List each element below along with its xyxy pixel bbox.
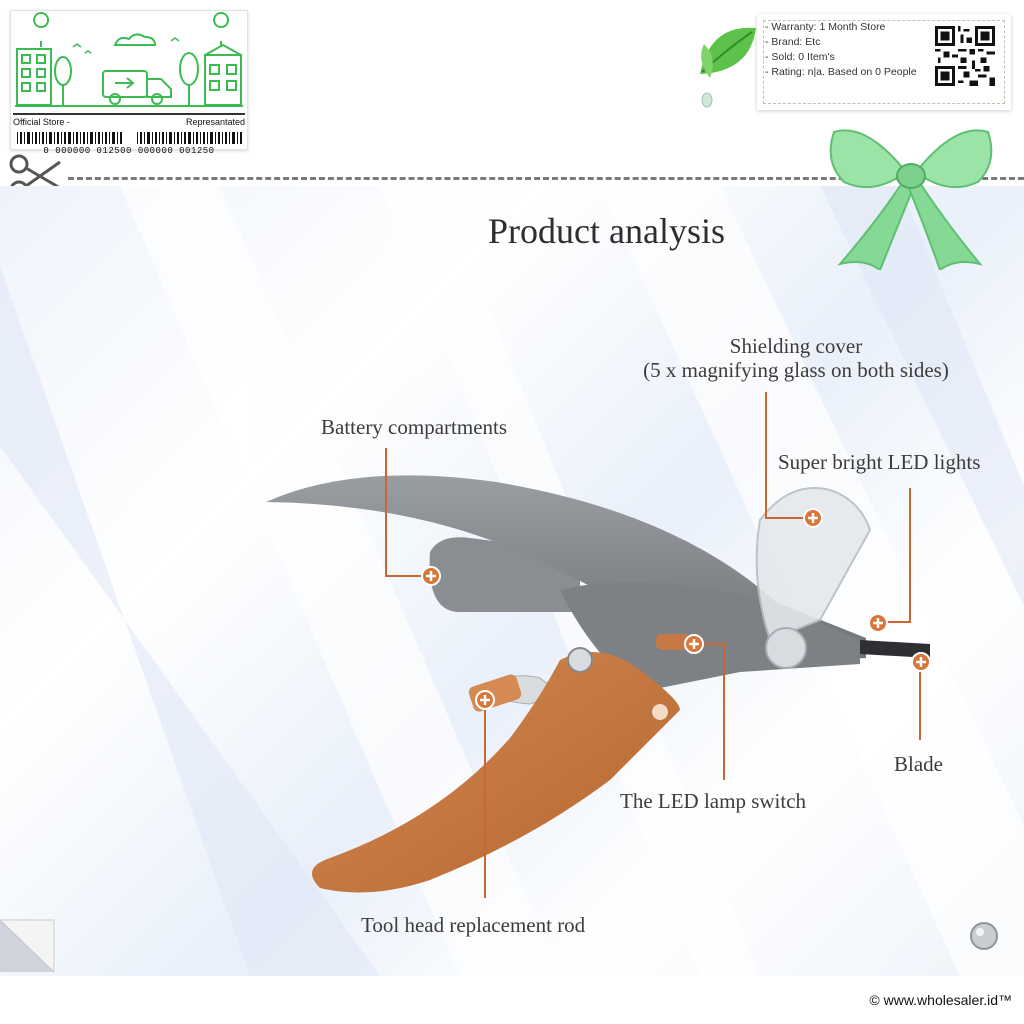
store-official-label: Official Store -	[13, 117, 70, 127]
info-card: - Warranty: 1 Month Store - Brand: Etc -…	[757, 14, 1011, 110]
label-shielding-line2: (5 x magnifying glass on both sides)	[643, 358, 949, 382]
store-represented-label: Represantated	[185, 117, 245, 127]
leaf-icon	[700, 27, 756, 108]
sold-info: - Sold: 0 Item's	[765, 51, 835, 63]
barcode-number: 0 000000 012500 000000 001250	[43, 146, 215, 156]
page-title: Product analysis	[488, 211, 725, 251]
label-battery: Battery compartments	[321, 415, 508, 439]
lower-handle	[312, 652, 680, 893]
callout-line-shielding	[765, 392, 812, 519]
qr-code-icon	[935, 26, 995, 86]
store-labels: Official Store - Represantated	[13, 113, 245, 129]
barcode-icon	[17, 132, 242, 144]
label-replacement-rod: Tool head replacement rod	[361, 913, 586, 937]
label-blade: Blade	[894, 752, 943, 776]
label-led-switch: The LED lamp switch	[620, 789, 807, 813]
replacement-rod-cap	[468, 674, 522, 712]
cut-line	[68, 177, 1024, 180]
bow-icon	[829, 129, 993, 270]
label-shielding: Shielding cover (5 x magnifying glass on…	[610, 334, 982, 382]
info-list: - Warranty: 1 Month Store - Brand: Etc -…	[765, 20, 917, 80]
label-led-lights: Super bright LED lights	[778, 450, 981, 474]
brand-info: - Brand: Etc	[765, 36, 821, 48]
store-illustration	[15, 12, 243, 107]
warranty-info: - Warranty: 1 Month Store	[765, 21, 886, 33]
shielding-cover	[755, 487, 872, 642]
callout-line-led	[878, 488, 911, 623]
rating-info: - Rating: n|a. Based on 0 People	[765, 66, 917, 78]
store-badge: Official Store - Represantated 0 00	[10, 10, 248, 156]
blade	[860, 640, 930, 658]
footer-copyright: © www.wholesaler.id™	[869, 992, 1012, 1008]
led-switch	[656, 634, 690, 650]
info-card-border	[763, 20, 1005, 104]
callout-line-battery	[385, 448, 430, 577]
label-shielding-line1: Shielding cover	[729, 334, 863, 358]
callout-markers	[421, 508, 931, 710]
